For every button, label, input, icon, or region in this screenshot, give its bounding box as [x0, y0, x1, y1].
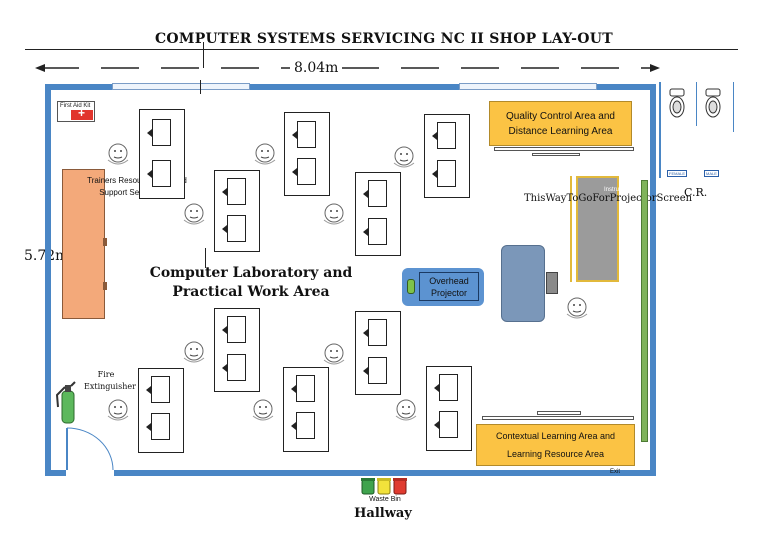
monitor-icon — [291, 375, 315, 402]
contextual-learning-line2: Learning Resource Area — [506, 449, 605, 459]
monitor-icon — [222, 178, 246, 205]
screen-frame — [570, 176, 578, 282]
window-top-right — [459, 83, 597, 90]
workstation — [214, 308, 260, 392]
toilet-icon — [705, 88, 721, 118]
whiteboard-top — [494, 147, 634, 151]
door-swing — [66, 427, 114, 471]
contextual-learning-line1: Contextual Learning Area and — [495, 431, 616, 441]
trainers-resource-label: Trainers Resource Area and Support Servi… — [87, 176, 187, 197]
workstation — [283, 367, 329, 452]
monitor-icon — [432, 122, 456, 149]
whiteboard-top-tray — [532, 153, 580, 156]
monitor-icon — [292, 158, 316, 185]
computer-lab-label: Computer Laboratory and Practical Work A… — [140, 264, 362, 302]
monitor-icon — [363, 319, 387, 346]
cr-divider — [696, 82, 697, 126]
student-icon — [183, 341, 205, 363]
workstation — [138, 368, 184, 453]
width-label: 8.04m — [290, 60, 343, 76]
male-sign: MALE — [704, 170, 719, 177]
room-wall — [45, 84, 656, 476]
fire-extinguisher-label: Fire Extinguisher — [84, 370, 136, 391]
projector-screen — [576, 176, 619, 282]
hallway-label: Hallway — [354, 506, 412, 521]
workstation — [284, 112, 330, 196]
desk-handle — [103, 282, 107, 290]
trainer-table — [501, 245, 545, 322]
wall-tick — [200, 80, 201, 94]
student-icon — [323, 203, 345, 225]
waste-bin-label: Waste Bin — [369, 496, 401, 503]
monitor-icon — [434, 411, 458, 438]
contextual-learning-area: Contextual Learning Area and Learning Re… — [476, 424, 635, 466]
student-icon — [323, 343, 345, 365]
cr-wall — [659, 82, 661, 178]
quality-control-area: Quality Control Area and Distance Learni… — [489, 101, 632, 146]
chalkboard — [641, 180, 648, 442]
female-sign: FEMALE — [667, 170, 688, 177]
toilet-icon — [669, 88, 685, 118]
monitor-icon — [291, 412, 315, 439]
overhead-projector: Overhead Projector — [402, 268, 484, 306]
workstation — [355, 311, 401, 395]
trainer-icon — [566, 297, 588, 319]
workstation — [424, 114, 470, 198]
monitor-icon — [292, 121, 316, 148]
instructional-label: Instructional — [604, 187, 637, 193]
monitor-icon — [363, 180, 387, 207]
student-icon — [183, 203, 205, 225]
workstation — [139, 109, 185, 199]
monitor-icon — [147, 119, 171, 146]
overhead-projector-label: Overhead Projector — [419, 272, 479, 301]
student-icon — [107, 143, 129, 165]
exit-label: Exit — [610, 469, 621, 475]
monitor-icon — [222, 316, 246, 343]
cr-label: C.R. — [684, 186, 708, 199]
student-icon — [107, 399, 129, 421]
page-title: COMPUTER SYSTEMS SERVICING NC II SHOP LA… — [154, 31, 614, 47]
whiteboard-bottom — [482, 416, 634, 420]
monitor-icon — [432, 160, 456, 187]
projector-screen-text: ThisWayToGoForProjectorScreen — [524, 193, 693, 204]
monitor-icon — [222, 215, 246, 242]
monitor-icon — [147, 160, 171, 187]
first-aid-kit: First Aid Kit — [57, 101, 95, 122]
door-gap — [66, 468, 114, 477]
trainer-chair — [546, 272, 558, 294]
monitor-icon — [434, 374, 458, 401]
cr-wall-right — [733, 82, 734, 132]
student-icon — [254, 143, 276, 165]
student-icon — [252, 399, 274, 421]
monitor-icon — [363, 357, 387, 384]
waste-bin-icon — [361, 478, 407, 495]
first-aid-cross-icon — [71, 106, 93, 120]
title-underline — [25, 49, 738, 50]
lab-marker — [205, 248, 206, 268]
workstation — [355, 172, 401, 256]
workstation — [426, 366, 472, 451]
title-tick — [203, 42, 204, 68]
monitor-icon — [363, 218, 387, 245]
monitor-icon — [146, 413, 170, 440]
monitor-icon — [222, 354, 246, 381]
workstation — [214, 170, 260, 252]
first-aid-label: First Aid Kit — [60, 103, 91, 109]
window-top-left — [112, 83, 250, 90]
desk-handle — [103, 238, 107, 246]
student-icon — [395, 399, 417, 421]
monitor-icon — [146, 376, 170, 403]
width-dimension-line — [35, 64, 660, 72]
fire-extinguisher-icon — [55, 381, 76, 424]
whiteboard-bottom-tray — [537, 411, 581, 415]
student-icon — [393, 146, 415, 168]
projector-lens-icon — [407, 279, 415, 294]
computer-lab-label-line2: Practical Work Area — [172, 284, 330, 300]
computer-lab-label-line1: Computer Laboratory and — [149, 265, 353, 281]
